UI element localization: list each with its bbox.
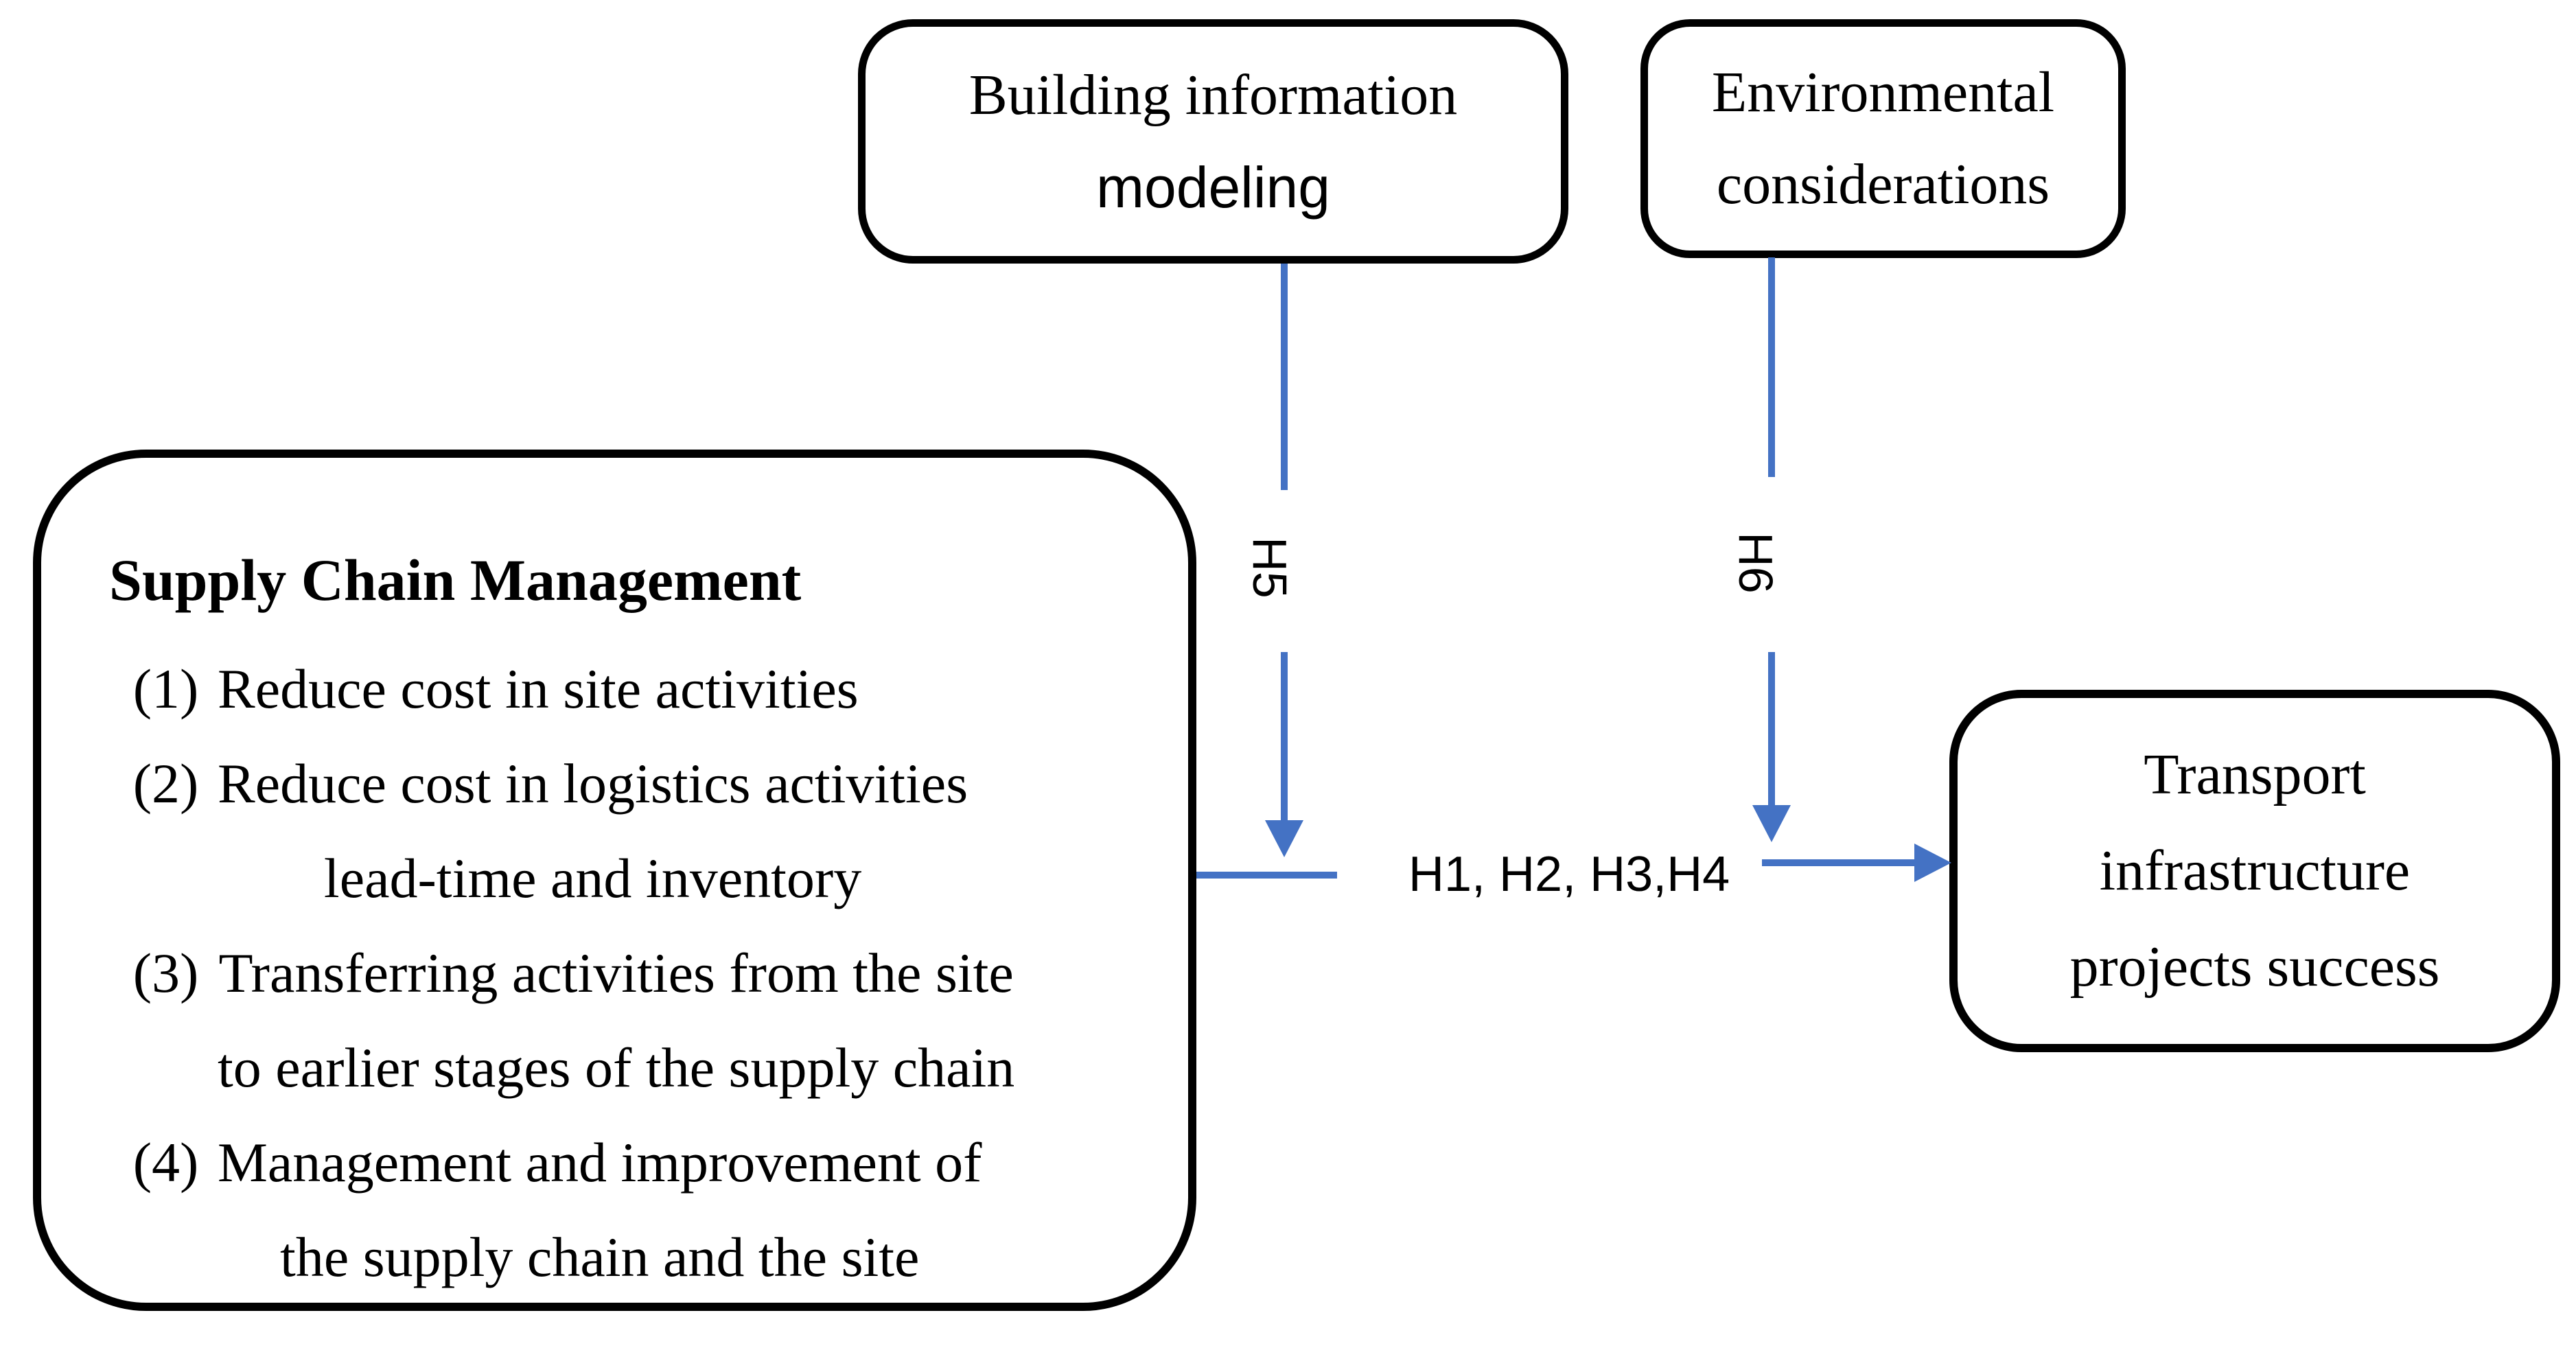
hypothesis-line-left-segment [1196, 872, 1337, 879]
main-arrowhead-right-icon [1914, 844, 1951, 882]
bim-box-line1: Building information [968, 63, 1458, 127]
env-box-line1: Environmental [1711, 60, 2055, 124]
list-item-text: Management and improvement of the supply… [218, 1131, 982, 1288]
h6-arrowhead-down-icon [1752, 805, 1791, 842]
h5-connector-line-upper [1281, 264, 1288, 490]
bim-box-line2: modeling [1096, 155, 1330, 220]
supply-chain-management-box: Supply Chain Management (1) Reduce cost … [33, 450, 1196, 1311]
list-item-text: Reduce cost in logistics activities lead… [218, 752, 968, 909]
hypotheses-label: H1, H2, H3,H4 [1408, 847, 1730, 902]
list-item: (1) Reduce cost in site activities [114, 642, 1164, 736]
list-item-number: (2) [132, 752, 199, 815]
h5-arrowhead-down-icon [1265, 820, 1303, 857]
building-information-modeling-box: Building information modeling [858, 19, 1568, 264]
list-item-number: (3) [132, 942, 199, 1004]
list-item: (4) Management and improvement of the su… [114, 1115, 1164, 1305]
supply-box-item-list: (1) Reduce cost in site activities (2) R… [114, 642, 1164, 1305]
list-item: (3) Transferring activities from the sit… [114, 926, 1164, 1115]
supply-box-title: Supply Chain Management [109, 547, 802, 613]
h6-label: H6 [1729, 532, 1783, 594]
list-item-text: Transferring activities from the site to… [218, 942, 1015, 1099]
list-item-number: (4) [132, 1131, 199, 1194]
transport-infrastructure-success-box: Transport infrastructure projects succes… [1949, 690, 2560, 1052]
transport-box-line1: Transport [2144, 743, 2366, 806]
list-item: (2) Reduce cost in logistics activities … [114, 736, 1164, 926]
transport-box-line2: infrastructure [2099, 839, 2411, 903]
h5-connector-line-lower [1281, 652, 1288, 820]
h6-connector-line-upper [1768, 257, 1775, 477]
environmental-considerations-box: Environmental considerations [1640, 19, 2126, 258]
env-box-line2: considerations [1716, 152, 2050, 216]
list-item-text: Reduce cost in site activities [218, 658, 859, 720]
hypothesis-line-right-segment [1762, 859, 1914, 866]
h5-label: H5 [1243, 537, 1297, 599]
transport-box-line3: projects success [2069, 935, 2440, 999]
list-item-number: (1) [132, 658, 199, 720]
h6-connector-line-lower [1768, 652, 1775, 805]
